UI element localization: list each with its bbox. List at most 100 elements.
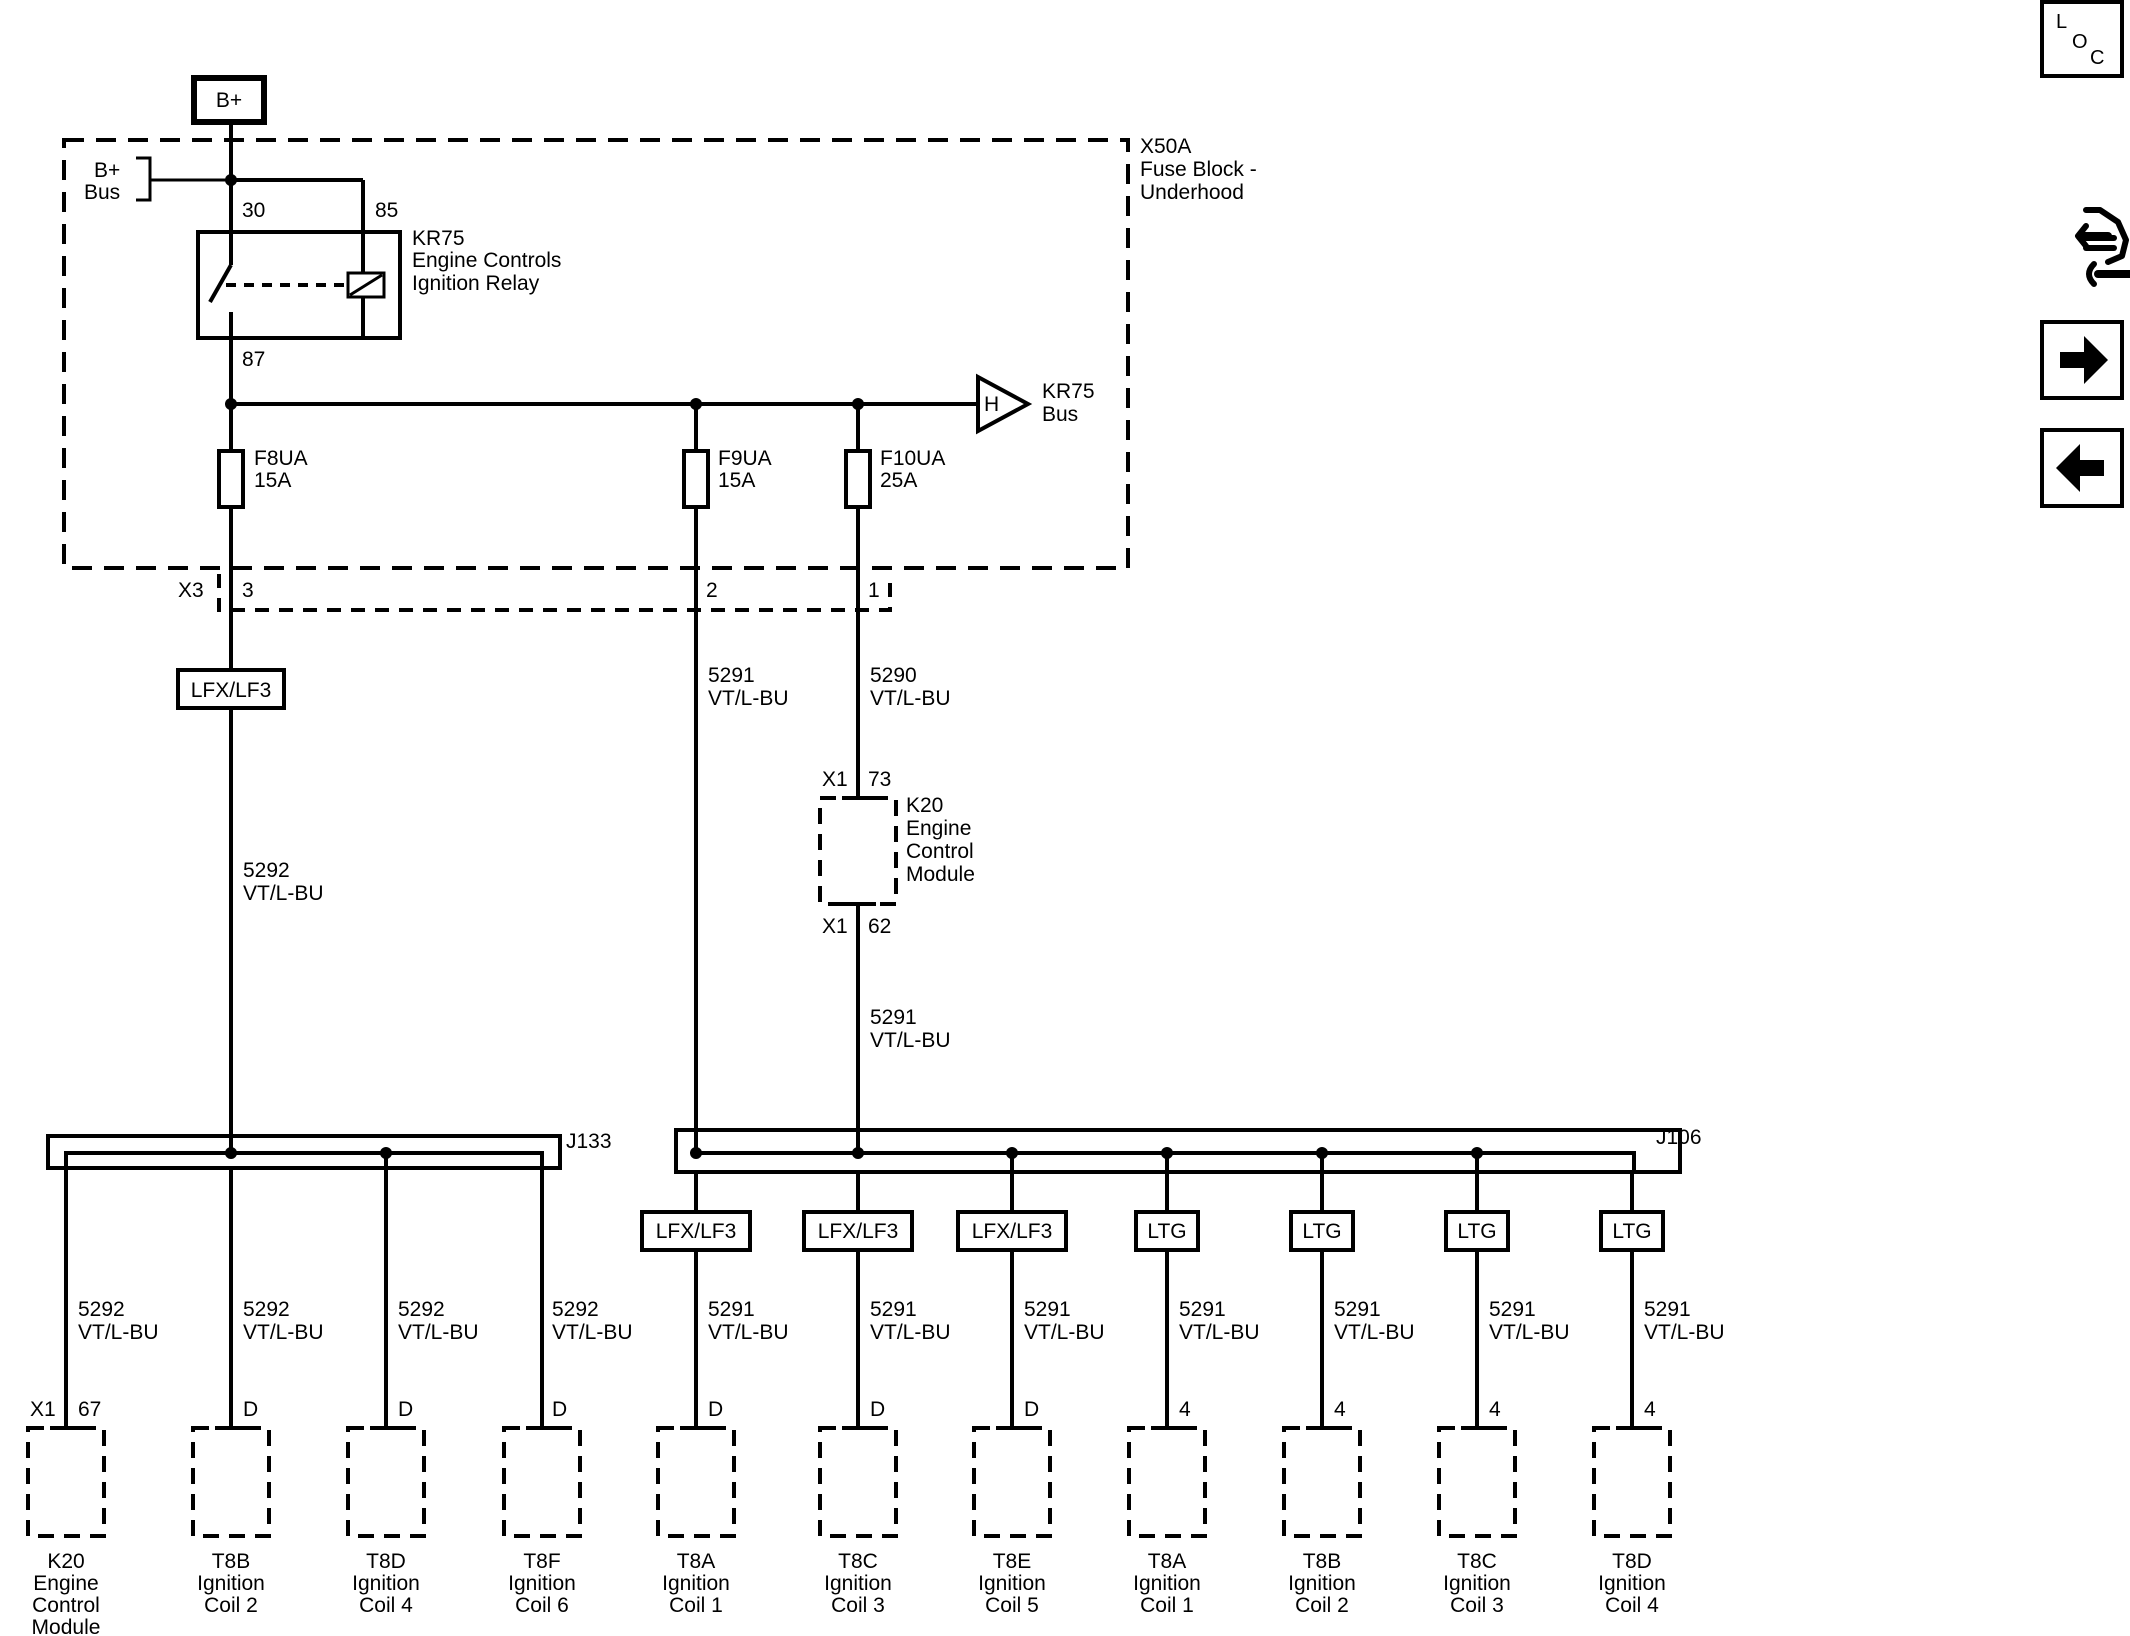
ecm-mid-name-2: Engine [906, 817, 971, 840]
connector-x3 [217, 574, 892, 612]
junction-dots [225, 174, 1483, 1159]
option-tag-b4-text: LTG [1147, 1220, 1186, 1243]
fuse-f8ua-name: F8UA [254, 447, 308, 470]
component-t8a-coil1-ltg [1127, 1426, 1207, 1538]
component-t8c-coil3 [818, 1426, 898, 1538]
component-pin: 4 [1179, 1398, 1191, 1421]
branch-circuit-num: 5291 [1024, 1298, 1071, 1321]
branch-circuit-num: 5292 [398, 1298, 445, 1321]
branch-circuit-num: 5291 [870, 1298, 917, 1321]
loc-letter-c: C [2090, 47, 2104, 69]
option-tag-left [176, 668, 286, 710]
circuit-5290-color: VT/L-BU [870, 687, 951, 710]
branch-circuit-num: 5291 [1334, 1298, 1381, 1321]
component-name-3: Coil 4 [1605, 1594, 1659, 1617]
branch-circuit-color: VT/L-BU [398, 1321, 479, 1344]
bplus-bus-label-1: B+ [94, 159, 120, 182]
option-tag-b6-text: LTG [1457, 1220, 1496, 1243]
component-name-3: Coil 3 [1450, 1594, 1504, 1617]
circuit-5291-color: VT/L-BU [708, 687, 789, 710]
component-pin: 67 [78, 1398, 101, 1421]
component-pin: 4 [1644, 1398, 1656, 1421]
relay-name-2: Ignition Relay [412, 272, 540, 295]
component-name-2: Ignition [352, 1572, 420, 1595]
component-name-2: Ignition [1598, 1572, 1666, 1595]
arrow-left-button[interactable] [2040, 428, 2124, 508]
fuse-f10ua [844, 449, 872, 509]
ecm-mid-pin-out: 62 [868, 915, 891, 938]
branch-circuit-color: VT/L-BU [1489, 1321, 1570, 1344]
fuse-block-name-2: Underhood [1140, 181, 1244, 204]
splice-j133-label: J133 [566, 1130, 612, 1153]
option-tag-b1-text: LFX/LF3 [656, 1220, 737, 1243]
loc-button[interactable]: L O C [2040, 0, 2124, 78]
component-name-2: Ignition [1133, 1572, 1201, 1595]
component-name-1: T8A [1148, 1550, 1187, 1573]
branch-circuit-color: VT/L-BU [1334, 1321, 1415, 1344]
branch-circuit-num: 5291 [708, 1298, 755, 1321]
arrow-left-icon [2056, 444, 2104, 492]
component-conn: X1 [30, 1398, 56, 1421]
component-name-3: Coil 1 [1140, 1594, 1194, 1617]
branch-circuit-num: 5292 [78, 1298, 125, 1321]
circuit-5291-mid-color: VT/L-BU [870, 1029, 951, 1052]
component-name-3: Control [32, 1594, 100, 1617]
component-name-1: K20 [47, 1550, 84, 1573]
component-name-3: Coil 4 [359, 1594, 413, 1617]
option-tag-b1 [640, 1210, 752, 1252]
component-t8e-coil5 [972, 1426, 1052, 1538]
option-tag-b2-text: LFX/LF3 [818, 1220, 899, 1243]
fuse-f10ua-rating: 25A [880, 469, 917, 492]
option-tag-b4 [1134, 1210, 1200, 1252]
arrow-right-button[interactable] [2040, 320, 2124, 400]
component-name-2: Ignition [824, 1572, 892, 1595]
bplus-bus-label-2: Bus [84, 181, 120, 204]
circuit-5291-num: 5291 [708, 664, 755, 687]
branch-circuit-num: 5292 [243, 1298, 290, 1321]
splice-j106 [674, 1128, 1682, 1174]
component-name-1: T8D [366, 1550, 406, 1573]
option-tag-b3-text: LFX/LF3 [972, 1220, 1053, 1243]
component-name-1: T8E [993, 1550, 1032, 1573]
component-t8f-coil6 [502, 1426, 582, 1538]
component-name-3: Coil 1 [669, 1594, 723, 1617]
component-name-2: Ignition [508, 1572, 576, 1595]
ecm-mid-pin-in: 73 [868, 768, 891, 791]
component-name-3: Coil 6 [515, 1594, 569, 1617]
branch-circuit-color: VT/L-BU [1179, 1321, 1260, 1344]
arrow-right-icon [2060, 336, 2108, 384]
component-t8b-coil2 [191, 1426, 271, 1538]
fuse-block-outline [62, 138, 1130, 570]
component-name-1: T8D [1612, 1550, 1652, 1573]
branch-circuit-num: 5291 [1644, 1298, 1691, 1321]
branch-circuit-num: 5291 [1179, 1298, 1226, 1321]
component-name-2: Ignition [662, 1572, 730, 1595]
component-name-1: T8B [212, 1550, 251, 1573]
component-name-4: Module [32, 1616, 101, 1636]
component-name-2: Ignition [197, 1572, 265, 1595]
relay-pin-87: 87 [242, 348, 265, 371]
component-name-2: Ignition [1443, 1572, 1511, 1595]
branch-circuit-num: 5292 [552, 1298, 599, 1321]
ecm-mid-name-4: Module [906, 863, 975, 886]
ecm-mid-conn-in: X1 [822, 768, 848, 791]
kr75-bus-connector [976, 373, 1033, 435]
fuse-f9ua-rating: 15A [718, 469, 755, 492]
component-t8d-coil4 [346, 1426, 426, 1538]
circuit-5291-mid-num: 5291 [870, 1006, 917, 1029]
component-k20-ecm [26, 1426, 106, 1538]
relay-name-1: Engine Controls [412, 249, 561, 272]
component-name-3: Coil 2 [1295, 1594, 1349, 1617]
fuse-block-id: X50A [1140, 135, 1191, 158]
option-tag-left-text: LFX/LF3 [191, 679, 272, 702]
loc-letter-l: L [2056, 11, 2067, 33]
option-tag-b5 [1289, 1210, 1355, 1252]
fuse-block-name-1: Fuse Block - [1140, 158, 1257, 181]
component-pin: D [243, 1398, 258, 1421]
fuse-f8ua [217, 449, 245, 509]
component-name-1: T8F [523, 1550, 560, 1573]
component-pin: D [870, 1398, 885, 1421]
component-pin: D [552, 1398, 567, 1421]
connector-hand-wrench-icon[interactable] [2075, 207, 2130, 287]
